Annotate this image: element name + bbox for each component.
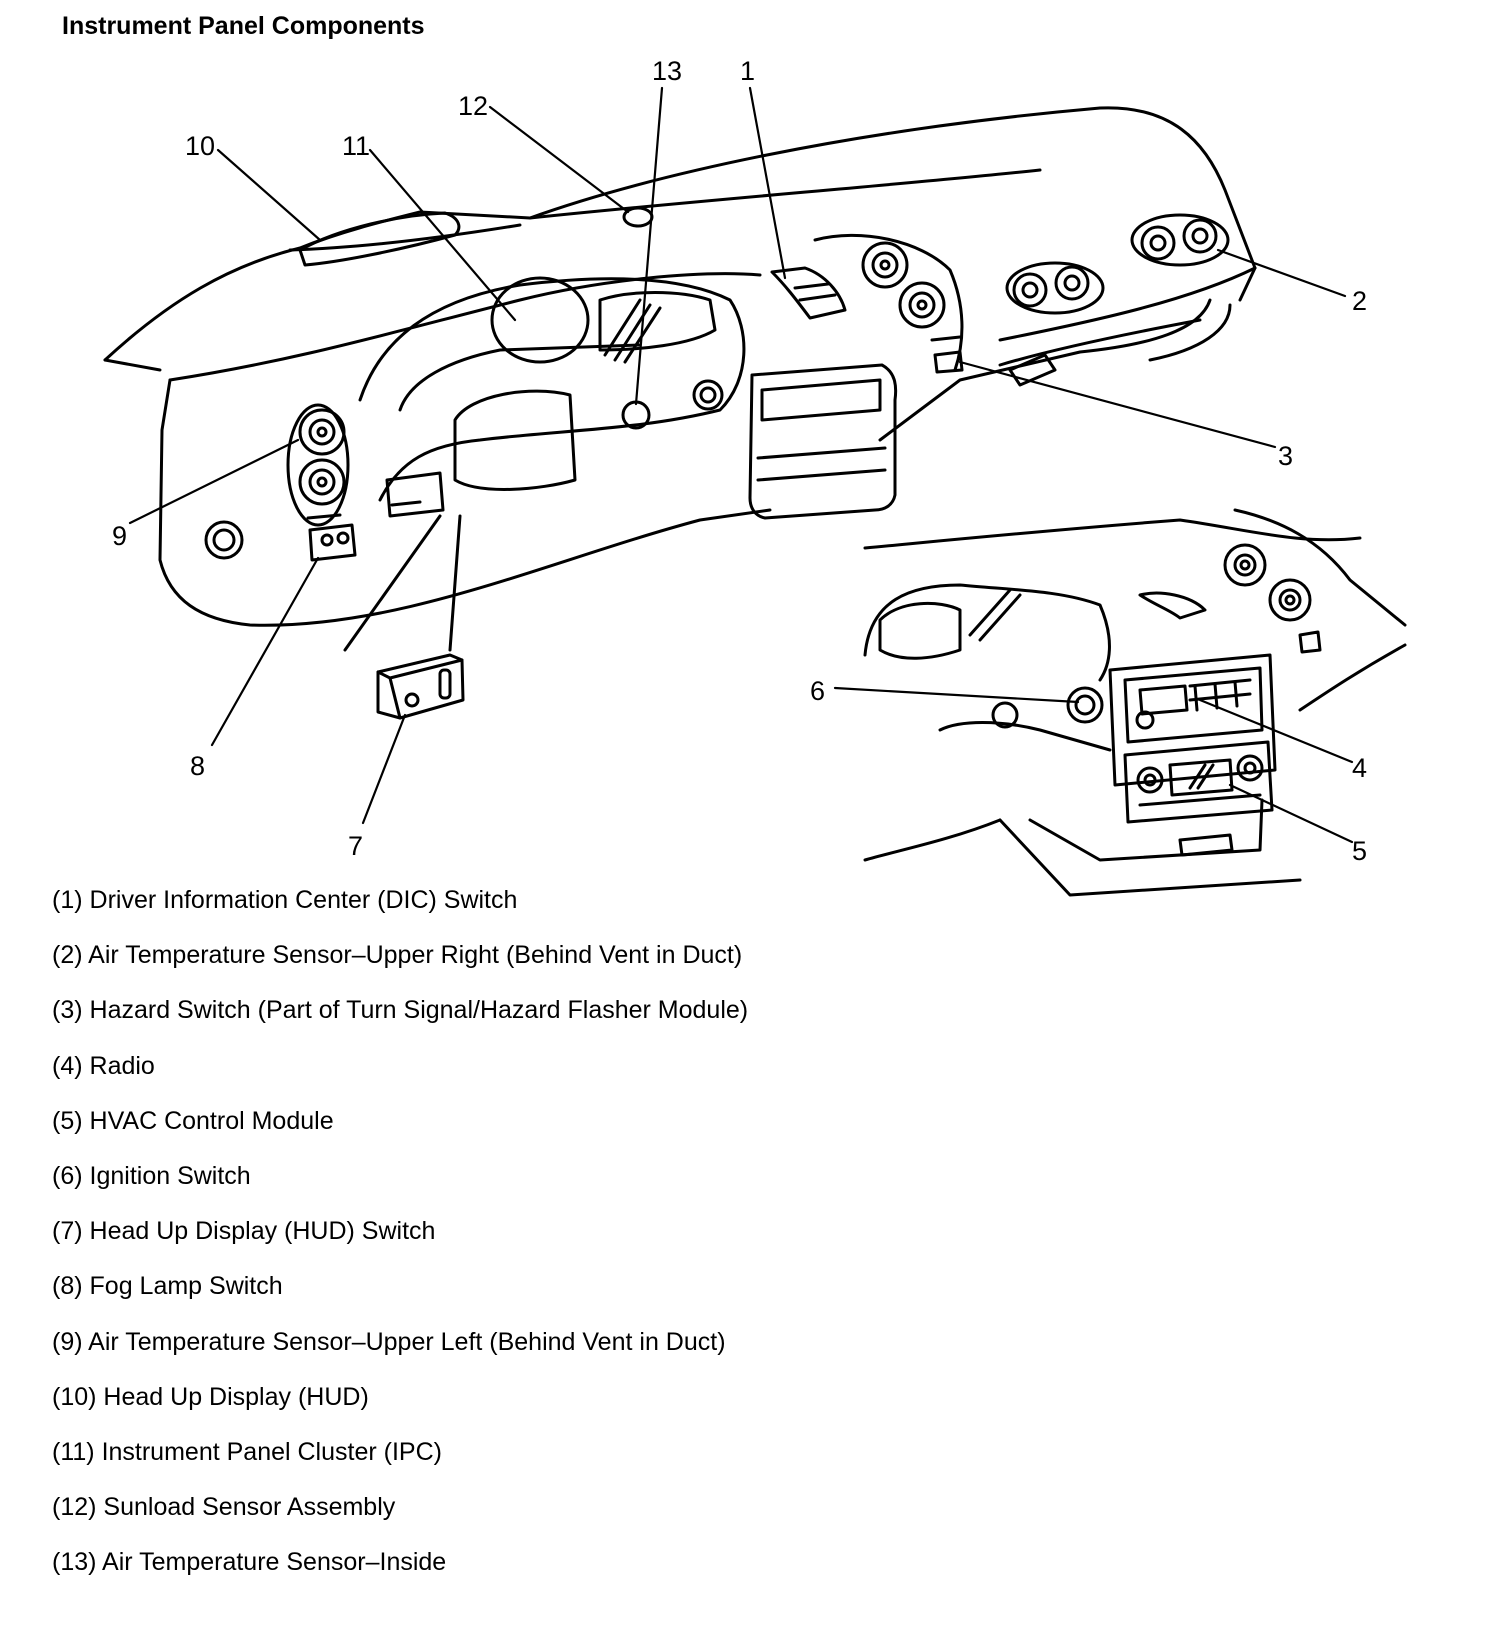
- legend-item: (13) Air Temperature Sensor–Inside: [52, 1548, 447, 1577]
- callout-3: 3: [1278, 441, 1293, 471]
- hud-switch-detail: [376, 653, 465, 720]
- callout-4: 4: [1352, 753, 1367, 783]
- legend-item: (1) Driver Information Center (DIC) Swit…: [52, 886, 518, 914]
- component-legend: (1) Driver Information Center (DIC) Swit…: [52, 885, 748, 1602]
- callout-9: 9: [112, 521, 127, 551]
- legend-item: (12) Sunload Sensor Assembly: [52, 1493, 396, 1522]
- callout-1: 1: [740, 56, 755, 86]
- legend-item: (11) Instrument Panel Cluster (IPC): [52, 1437, 442, 1466]
- center-vents: [861, 241, 946, 329]
- callout-labels: 1 2 3 4 5 6 7 8 9 10 11 12 13: [112, 56, 1367, 866]
- callout-7: 7: [348, 831, 363, 861]
- legend-item: (4) Radio: [52, 1051, 155, 1080]
- legend-item: (5) HVAC Control Module: [52, 1106, 334, 1135]
- center-stack-inset: [863, 508, 1407, 897]
- legend-item: (7) Head Up Display (HUD) Switch: [52, 1217, 436, 1246]
- callout-6: 6: [810, 676, 825, 706]
- legend-item: (6) Ignition Switch: [52, 1161, 251, 1190]
- instrument-panel-diagram: 1 2 3 4 5 6 7 8 9 10 11 12 13: [103, 56, 1407, 897]
- callout-10: 10: [185, 131, 215, 161]
- legend-item: (2) Air Temperature Sensor–Upper Right (…: [52, 941, 743, 970]
- legend-item: (9) Air Temperature Sensor–Upper Left (B…: [52, 1327, 726, 1356]
- main-dashboard-drawing: [103, 106, 1257, 720]
- callout-13: 13: [652, 56, 682, 86]
- page-title: Instrument Panel Components: [62, 12, 425, 40]
- left-vents: [286, 403, 350, 527]
- callout-8: 8: [190, 751, 205, 781]
- right-vents: [1005, 213, 1230, 315]
- callout-11: 11: [342, 131, 370, 161]
- legend-item: (10) Head Up Display (HUD): [52, 1382, 369, 1411]
- callout-2: 2: [1352, 286, 1367, 316]
- callout-12: 12: [458, 91, 488, 121]
- leader-lines: [128, 86, 1354, 844]
- legend-item: (3) Hazard Switch (Part of Turn Signal/H…: [52, 996, 749, 1025]
- callout-5: 5: [1352, 836, 1367, 866]
- legend-item: (8) Fog Lamp Switch: [52, 1272, 283, 1301]
